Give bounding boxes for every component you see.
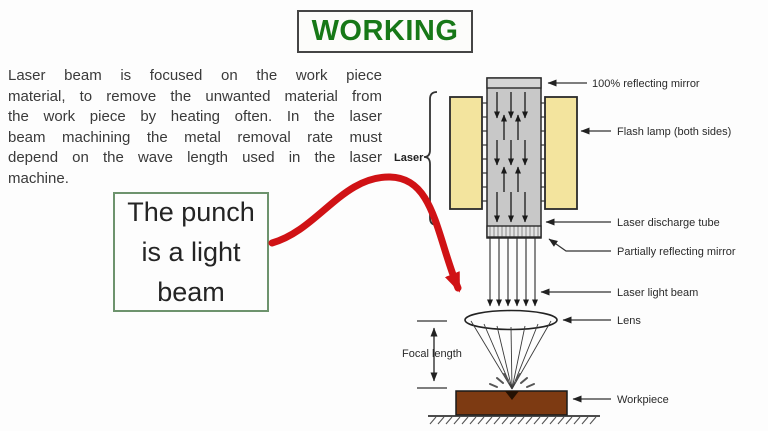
focused-beam-cone bbox=[470, 320, 552, 390]
title-box: WORKING bbox=[297, 10, 473, 53]
body-paragraph: Laser beam is focused on the work piece … bbox=[8, 66, 382, 189]
discharge-tube bbox=[486, 77, 542, 239]
photon-arrows bbox=[494, 92, 528, 223]
flash-lamp-left bbox=[449, 96, 483, 210]
label-partial-mirror: Partially reflecting mirror bbox=[617, 246, 736, 258]
laser-beam-lines bbox=[487, 238, 538, 307]
label-flash-lamp: Flash lamp (both sides) bbox=[617, 126, 731, 138]
laser-bracket bbox=[423, 91, 438, 226]
label-100-mirror: 100% reflecting mirror bbox=[592, 78, 700, 90]
leader-partial-mirror bbox=[548, 238, 611, 252]
ground-hatch bbox=[429, 416, 597, 425]
lens-shape bbox=[464, 309, 558, 331]
label-laser: Laser bbox=[394, 152, 424, 164]
paragraph-line: Laser beam is focused on the work piece bbox=[8, 67, 382, 84]
workpiece-crater bbox=[505, 391, 519, 400]
label-discharge-tube: Laser discharge tube bbox=[617, 217, 720, 229]
paragraph-line: material, to remove the unwanted materia… bbox=[8, 87, 382, 105]
top-mirror bbox=[486, 77, 542, 89]
label-focal-length: Focal length bbox=[402, 348, 462, 360]
workpiece-shape bbox=[455, 390, 568, 416]
bottom-partial-mirror bbox=[486, 225, 542, 238]
label-lens: Lens bbox=[617, 315, 641, 327]
paragraph-line: machine. bbox=[8, 169, 69, 187]
lamp-ticks bbox=[482, 102, 546, 202]
paragraph-line: depend on the wave length used in the la… bbox=[8, 149, 382, 166]
label-light-beam: Laser light beam bbox=[617, 287, 698, 299]
leader-lines bbox=[540, 79, 611, 403]
callout-text: The punch is a light beam bbox=[127, 197, 255, 307]
paragraph-line: beam machining the metal removal rate mu… bbox=[8, 128, 382, 146]
focal-length-ticks bbox=[417, 320, 447, 389]
label-workpiece: Workpiece bbox=[617, 394, 669, 406]
red-curved-arrow bbox=[268, 173, 462, 293]
callout-box: The punch is a light beam bbox=[113, 192, 269, 312]
flash-lamp-right bbox=[544, 96, 578, 210]
paragraph-line: the work piece by heating often. In the … bbox=[8, 108, 382, 125]
spark-marks bbox=[489, 373, 535, 388]
page-title: WORKING bbox=[311, 15, 459, 47]
